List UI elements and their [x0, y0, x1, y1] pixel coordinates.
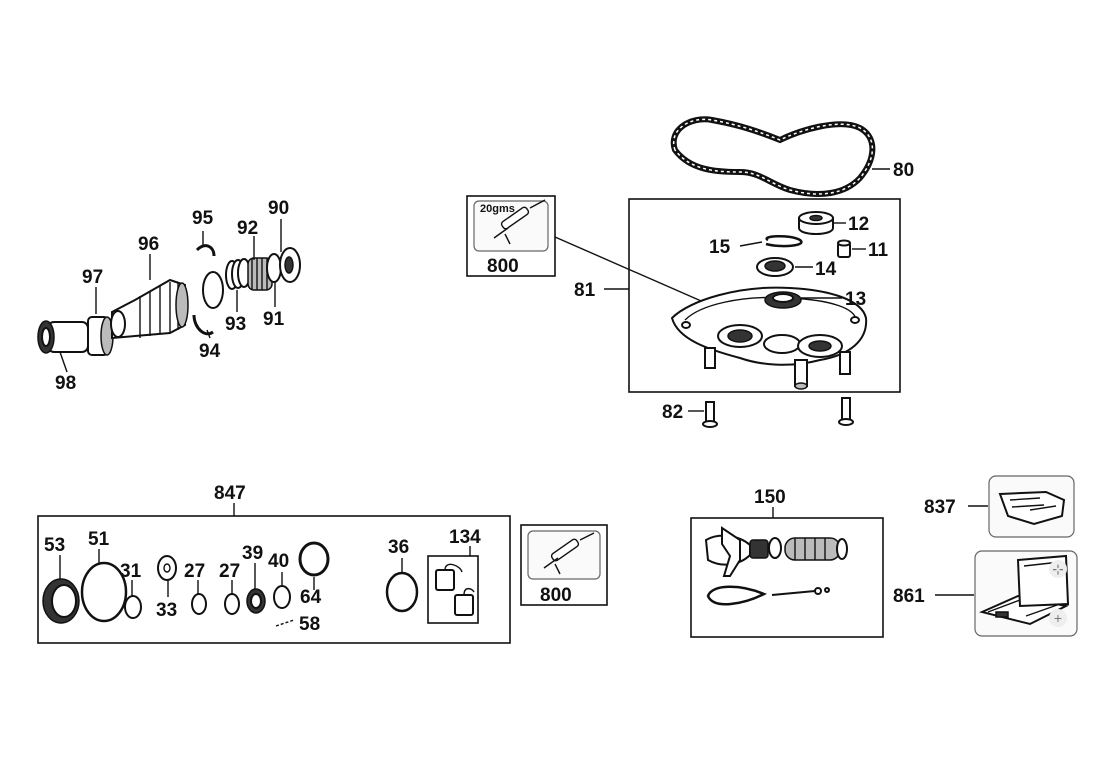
zoom-in-icon[interactable]: + [1049, 609, 1067, 627]
label-12: 12 [848, 214, 869, 235]
part-150-strap [706, 585, 768, 606]
part-95-circlip [195, 244, 216, 257]
part-39-bushing [246, 588, 266, 614]
front-housing-assembly [37, 244, 301, 356]
label-40: 40 [268, 551, 289, 572]
part-12-washer [798, 211, 834, 235]
label-64: 64 [300, 587, 322, 608]
label-13: 13 [845, 289, 866, 310]
label-15: 15 [709, 237, 731, 258]
label-27-a: 27 [184, 561, 205, 582]
part-11-pin [837, 239, 851, 258]
part-97-nut [87, 316, 114, 356]
label-14: 14 [815, 259, 837, 280]
leader-lines-left [59, 219, 282, 373]
part-27-ring-b [224, 593, 240, 615]
part-96-housing [110, 278, 189, 340]
label-82: 82 [662, 402, 683, 423]
label-36: 36 [388, 537, 409, 558]
part-15-circlip [765, 235, 803, 248]
part-ring [202, 271, 224, 309]
label-847: 847 [214, 483, 246, 504]
label-58: 58 [299, 614, 320, 635]
label-96: 96 [138, 234, 159, 255]
label-11: 11 [868, 240, 889, 261]
label-95: 95 [192, 208, 214, 229]
part-150-bolt [771, 587, 830, 596]
label-33: 33 [156, 600, 177, 621]
part-80-gasket [670, 116, 876, 197]
part-91-bearing [266, 253, 282, 283]
part-36-o-ring [385, 571, 419, 613]
label-93: 93 [225, 314, 246, 335]
part-94-circlip [192, 314, 214, 336]
label-150: 150 [754, 487, 786, 508]
leader-15 [739, 241, 763, 247]
label-51: 51 [88, 529, 110, 550]
part-134-brushes-box [427, 555, 479, 624]
box-81 [628, 198, 901, 393]
label-81: 81 [574, 280, 596, 301]
part-51-o-ring [80, 561, 128, 623]
part-98-sleeve [37, 320, 89, 354]
grease-quantity-tag: 20gms [480, 203, 515, 215]
label-800-bottom: 800 [540, 585, 572, 606]
part-82-screw-a [702, 401, 718, 428]
label-90: 90 [268, 198, 289, 219]
part-53-seal [42, 578, 80, 624]
part-64-ring [298, 541, 330, 577]
part-837-insert [998, 490, 1066, 526]
part-14-bearing [756, 257, 794, 277]
part-27-ring-a [191, 593, 207, 615]
label-31: 31 [120, 561, 142, 582]
part-31-washer [124, 595, 142, 619]
label-94: 94 [199, 341, 221, 362]
part-90-washer [279, 247, 301, 283]
label-80: 80 [893, 160, 914, 181]
leader-lines-847 [59, 546, 471, 627]
label-39: 39 [242, 543, 263, 564]
label-92: 92 [237, 218, 258, 239]
grease-box-top: 20gms 800 [466, 195, 556, 277]
grease-tube-icon [543, 532, 595, 575]
label-98: 98 [55, 373, 76, 394]
part-33-washer [157, 555, 177, 581]
label-837: 837 [924, 497, 956, 518]
label-91: 91 [263, 309, 285, 330]
part-93-spring [225, 258, 251, 290]
label-800-top: 800 [487, 256, 519, 277]
part-82-screw-b [838, 397, 854, 426]
grease-tube-icon [493, 199, 546, 245]
label-53: 53 [44, 535, 65, 556]
label-27-b: 27 [219, 561, 240, 582]
part-33-washer-hole [163, 563, 171, 573]
box-150 [690, 517, 884, 638]
part-150-side-handle [704, 526, 848, 577]
label-134: 134 [449, 527, 481, 548]
grease-box-bottom: 800 [520, 524, 608, 606]
part-40-ring [273, 585, 291, 609]
part-13-seal [764, 291, 802, 309]
label-97: 97 [82, 267, 103, 288]
label-861: 861 [893, 586, 925, 607]
zoom-out-icon[interactable]: ⊹ [1049, 560, 1067, 578]
part-81-gear-housing [670, 286, 868, 390]
box-847 [37, 515, 511, 644]
